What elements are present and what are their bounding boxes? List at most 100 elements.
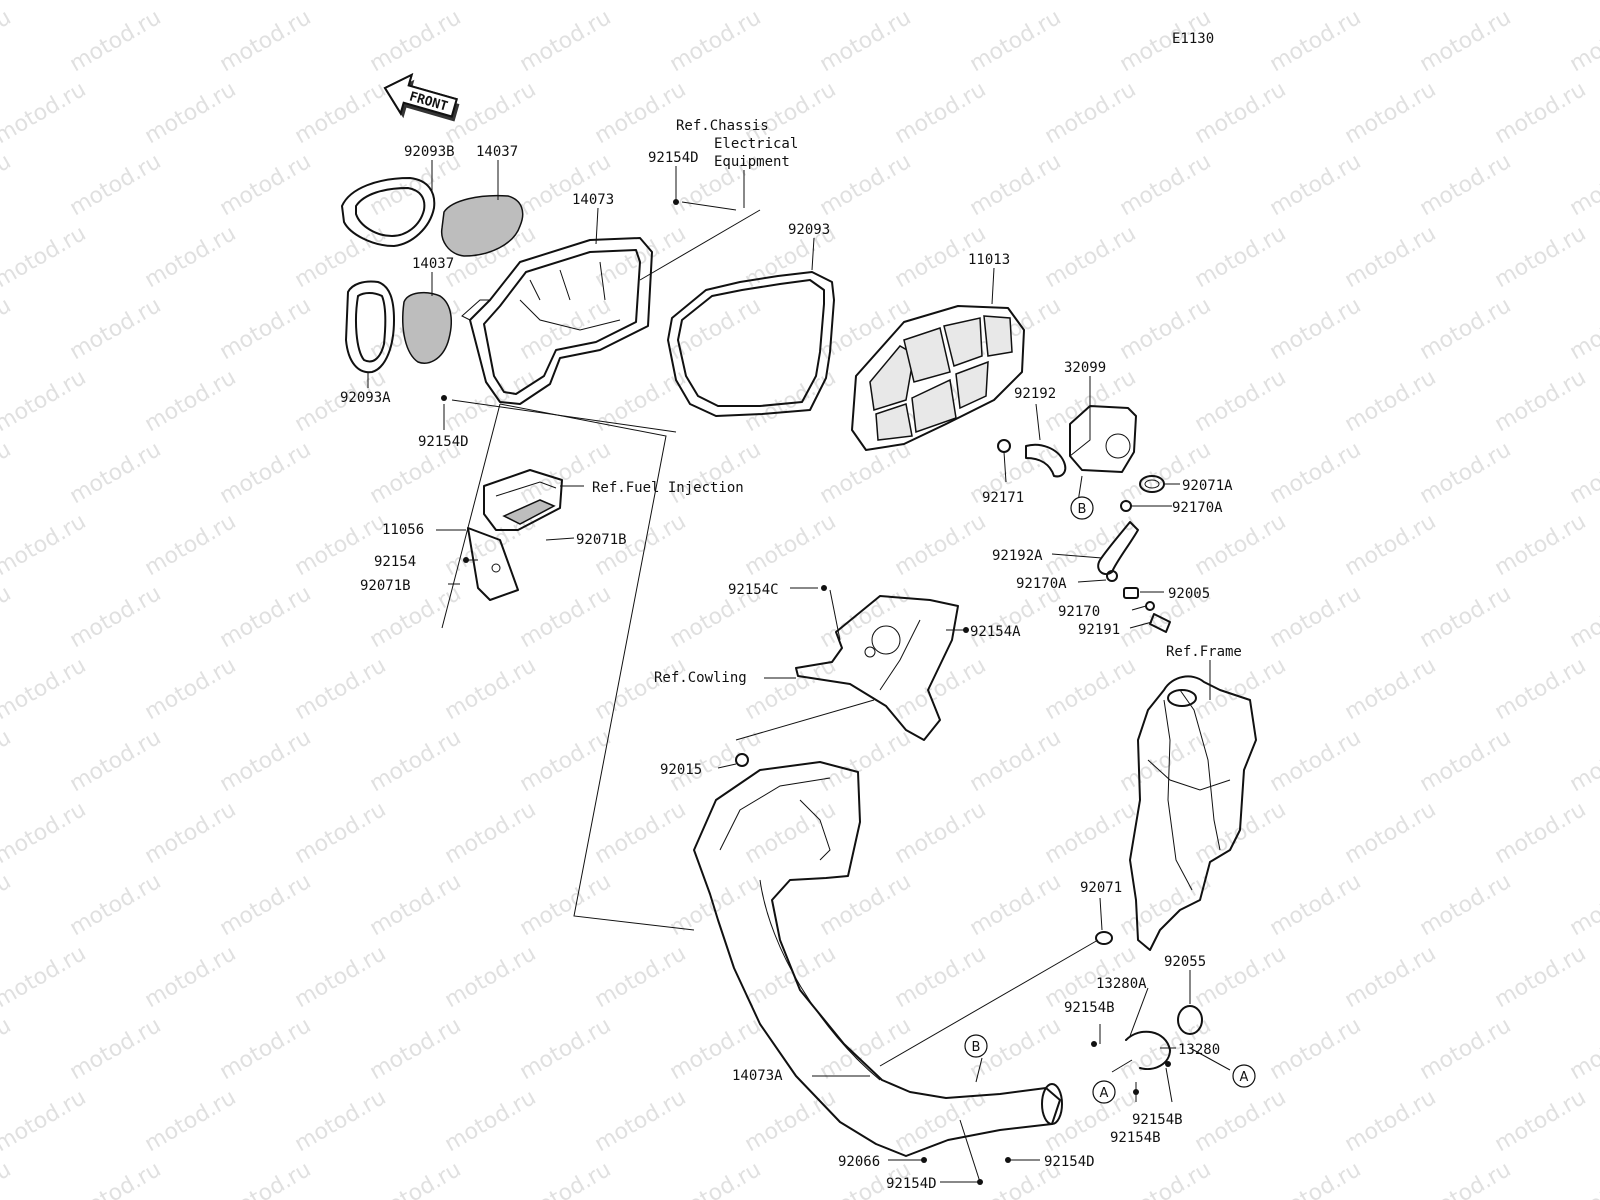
watermark-text: motod.ru: [0, 653, 90, 725]
watermark-text: motod.ru: [1191, 509, 1291, 581]
watermark-text: motod.ru: [1041, 221, 1141, 293]
label-14073: 14073: [572, 192, 614, 208]
watermark-text: motod.ru: [891, 77, 991, 149]
watermark-text: motod.ru: [366, 725, 466, 797]
watermark-text: motod.ru: [291, 0, 391, 5]
watermark-text: motod.ru: [1116, 1157, 1216, 1200]
watermark-text: motod.ru: [741, 0, 841, 5]
watermark-text: motod.ru: [966, 149, 1066, 221]
watermark-text: motod.ru: [1341, 653, 1441, 725]
label-92191: 92191: [1078, 622, 1120, 638]
part-92071-grommet: [1095, 931, 1113, 945]
watermark-text: motod.ru: [291, 797, 391, 869]
watermark-text: motod.ru: [1266, 725, 1366, 797]
watermark-text: motod.ru: [1566, 149, 1600, 221]
watermark-text: motod.ru: [1491, 941, 1591, 1013]
watermark-text: motod.ru: [1041, 653, 1141, 725]
watermark-text: motod.ru: [666, 869, 766, 941]
watermark-text: motod.ru: [66, 725, 166, 797]
watermark-text: motod.ru: [1491, 653, 1591, 725]
watermark-text: motod.ru: [66, 869, 166, 941]
watermark-text: motod.ru: [591, 221, 691, 293]
watermark-text: motod.ru: [1341, 797, 1441, 869]
watermark-text: motod.ru: [0, 869, 15, 941]
watermark-text: motod.ru: [816, 725, 916, 797]
label-92154D-b1: 92154D: [1044, 1154, 1095, 1170]
watermark-text: motod.ru: [0, 77, 90, 149]
part-92170A-clamp-2: [1106, 570, 1118, 582]
watermark-text: motod.ru: [0, 725, 15, 797]
watermark-text: motod.ru: [0, 221, 90, 293]
front-arrow-icon: FRONT: [383, 72, 460, 122]
part-92191-cap: [1149, 613, 1171, 633]
watermark-text: motod.ru: [366, 1157, 466, 1200]
watermark-text: motod.ru: [216, 1157, 316, 1200]
part-92192A-hose: [1097, 521, 1139, 576]
label-92071A: 92071A: [1182, 478, 1233, 494]
watermark-text: motod.ru: [141, 941, 241, 1013]
watermark-text: motod.ru: [1041, 77, 1141, 149]
watermark-text: motod.ru: [1266, 149, 1366, 221]
ref-cowling: Ref.Cowling: [654, 670, 747, 686]
watermark-text: motod.ru: [1191, 0, 1291, 5]
watermark-text: motod.ru: [1416, 293, 1516, 365]
watermark-text: motod.ru: [0, 1013, 15, 1085]
watermark-text: motod.ru: [1416, 1157, 1516, 1200]
watermark-text: motod.ru: [1341, 0, 1441, 5]
watermark-text: motod.ru: [291, 1085, 391, 1157]
label-92171: 92171: [982, 490, 1024, 506]
part-32099-valve: [1069, 405, 1137, 473]
watermark-text: motod.ru: [1041, 797, 1141, 869]
watermark-text: motod.ru: [0, 149, 15, 221]
watermark-text: motod.ru: [1116, 437, 1216, 509]
leader-lines: [367, 160, 1231, 1183]
watermark-text: motod.ru: [0, 293, 15, 365]
watermark-text: motod.ru: [366, 1013, 466, 1085]
watermark-text: motod.ru: [216, 293, 316, 365]
watermark-text: motod.ru: [1341, 1085, 1441, 1157]
watermark-text: motod.ru: [66, 149, 166, 221]
part-92015-grommet: [735, 753, 749, 767]
watermark-text: motod.ru: [1566, 293, 1600, 365]
watermark-text: motod.ru: [216, 869, 316, 941]
part-92093B-cover: [341, 177, 436, 247]
watermark-text: motod.ru: [666, 5, 766, 77]
ref-chassis-line1: Ref.Chassis: [676, 118, 769, 134]
callout-b-lower-text: B: [972, 1040, 981, 1055]
label-14037-mid: 14037: [412, 256, 454, 272]
watermark-text: motod.ru: [1266, 869, 1366, 941]
watermark-text: motod.ru: [516, 1157, 616, 1200]
watermark-text: motod.ru: [66, 5, 166, 77]
watermark-text: motod.ru: [516, 5, 616, 77]
watermark-text: motod.ru: [516, 869, 616, 941]
watermark-text: motod.ru: [1341, 77, 1441, 149]
watermark-text: motod.ru: [0, 797, 90, 869]
watermark-text: motod.ru: [66, 293, 166, 365]
part-14037-screen-top: [440, 194, 524, 257]
watermark-text: motod.ru: [666, 1157, 766, 1200]
reference-labels: Ref.Chassis Electrical Equipment Ref.Fue…: [592, 118, 1242, 686]
watermark-text: motod.ru: [66, 1013, 166, 1085]
callout-a-left: A: [1092, 1080, 1116, 1104]
watermark-text: motod.ru: [1566, 725, 1600, 797]
label-92192A: 92192A: [992, 548, 1043, 564]
watermark-text: motod.ru: [0, 437, 15, 509]
watermark-text: motod.ru: [1416, 725, 1516, 797]
watermark-text: motod.ru: [816, 149, 916, 221]
watermark-text: motod.ru: [1266, 581, 1366, 653]
label-92170A-1: 92170A: [1172, 500, 1223, 516]
part-92170A-clamp-1: [1120, 500, 1132, 512]
watermark-text: motod.ru: [591, 941, 691, 1013]
watermark-text: motod.ru: [966, 5, 1066, 77]
part-92093-gasket: [667, 271, 835, 417]
label-92071B-1: 92071B: [576, 532, 627, 548]
watermark-text: motod.ru: [216, 581, 316, 653]
watermark-text: motod.ru: [291, 653, 391, 725]
watermark-text: motod.ru: [1491, 509, 1591, 581]
watermark-text: motod.ru: [1341, 509, 1441, 581]
callout-b-lower: B: [964, 1034, 988, 1058]
callout-b-upper-text: B: [1078, 502, 1087, 517]
watermark-text: motod.ru: [966, 725, 1066, 797]
watermark-text: motod.ru: [591, 797, 691, 869]
